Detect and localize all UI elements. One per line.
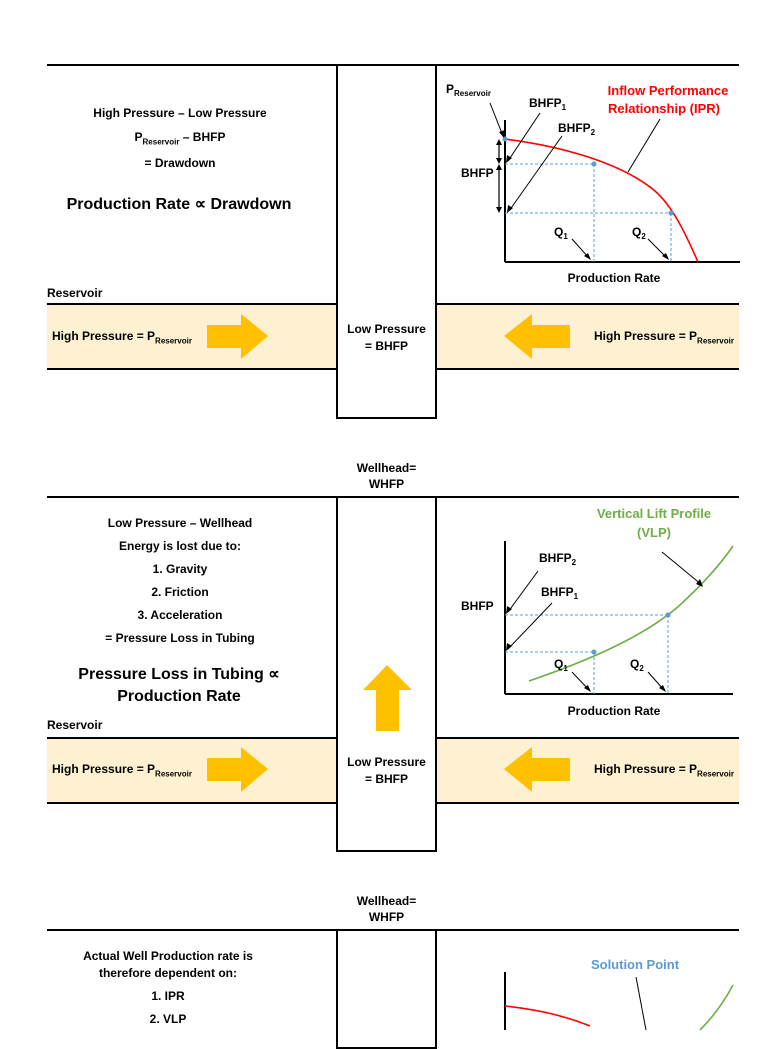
panel3-item2: 2. VLP — [149, 1012, 187, 1026]
panel2-headline1: Pressure Loss in Tubing ∝ — [78, 666, 280, 683]
panel1-right-arrow — [207, 314, 268, 359]
panel1-line1: High Pressure – Low Pressure — [93, 106, 267, 120]
panel2-loss-text: Low Pressure – Wellhead Energy is lost d… — [60, 516, 300, 645]
panel3-wellhead-label: Wellhead= WHFP — [336, 894, 437, 924]
panel2-wellhead-line1: Wellhead= — [356, 461, 417, 475]
panel2-wellhead-label: Wellhead= WHFP — [336, 461, 437, 491]
vlp-bhfp1-label: BHFP1 — [541, 585, 579, 601]
panel1-center-line1: Low Pressure — [347, 322, 426, 336]
panel2-line2: Energy is lost due to: — [118, 539, 241, 553]
panel2-graphics: Vertical Lift Profile (VLP) BHFP2 BHFP1 … — [207, 506, 734, 792]
ipr-title-line1: Inflow Performance — [608, 83, 729, 98]
panel2-left-arrow — [504, 747, 570, 792]
panel2-center-line1: Low Pressure — [347, 755, 426, 769]
panel1-graphics: Inflow Performance Relationship (IPR) PR… — [207, 82, 740, 359]
panel2-item1: 1. Gravity — [152, 562, 208, 576]
vlp-point-2 — [665, 612, 671, 618]
sol-vlp-curve — [699, 984, 734, 1031]
panel2-headline: Pressure Loss in Tubing ∝ Production Rat… — [40, 664, 318, 708]
panel3-wellhead-line2: WHFP — [368, 910, 405, 924]
sol-ipr-curve — [504, 1005, 591, 1027]
ipr-bhfp2-label: BHFP2 — [558, 121, 596, 137]
panel2-item2: 2. Friction — [151, 585, 209, 599]
ipr-point-1 — [591, 161, 597, 167]
panel2-result: = Pressure Loss in Tubing — [105, 631, 255, 645]
ipr-point-2 — [668, 210, 674, 216]
panel2-headline2: Production Rate — [117, 688, 241, 705]
panel1-reservoir-label: Reservoir — [47, 286, 103, 300]
panel3-line1: Actual Well Production rate is — [83, 949, 253, 963]
panel1-right-flow-label: High Pressure = PReservoir — [594, 329, 734, 346]
panel1-line3: = Drawdown — [144, 156, 216, 171]
ipr-title-line2: Relationship (IPR) — [608, 101, 720, 116]
panel1-wellbore — [336, 64, 437, 419]
solution-point-title: Solution Point — [591, 957, 680, 972]
ipr-x-label: Production Rate — [568, 271, 661, 285]
panel3-line2: therefore dependent on: — [98, 966, 237, 980]
panel1-headline: Production Rate ∝ Drawdown — [66, 196, 292, 213]
panel2-center-line2: = BHFP — [364, 772, 408, 786]
panel2-left-flow-label: High Pressure = PReservoir — [52, 762, 192, 779]
panel2-center-label: Low Pressure = BHFP — [336, 755, 437, 786]
panel2-reservoir-label: Reservoir — [47, 718, 103, 732]
vlp-y-label: BHFP — [461, 599, 494, 613]
panel2-item3: 3. Acceleration — [137, 608, 223, 622]
vlp-x-label: Production Rate — [568, 704, 661, 718]
panel2-right-flow-label: High Pressure = PReservoir — [594, 762, 734, 779]
panel2-wellhead-line2: WHFP — [368, 477, 405, 491]
panel1-left-flow-label: High Pressure = PReservoir — [52, 329, 192, 346]
ipr-bhfp1-label: BHFP1 — [529, 96, 567, 112]
ipr-y-label: BHFP — [461, 166, 494, 180]
vlp-title-line1: Vertical Lift Profile — [597, 506, 711, 521]
panel2-right-arrow — [207, 747, 268, 792]
panel3-wellhead-line1: Wellhead= — [356, 894, 417, 908]
panel1-left-arrow — [504, 314, 570, 359]
panel3-item1: 1. IPR — [151, 989, 185, 1003]
panel1-pressure-text: High Pressure – Low Pressure PReservoir … — [60, 106, 300, 170]
vlp-bhfp2-label: BHFP2 — [539, 551, 577, 567]
panel2-line1: Low Pressure – Wellhead — [107, 516, 253, 530]
panel3-text: Actual Well Production rate is therefore… — [40, 949, 296, 1026]
ipr-point-preservoir — [502, 136, 508, 142]
panel1-line2: PReservoir – BHFP — [134, 130, 226, 147]
ipr-curve — [504, 138, 699, 263]
panel2-up-arrow — [363, 665, 412, 731]
panel1-center-label: Low Pressure = BHFP — [336, 322, 437, 353]
vlp-title-line2: (VLP) — [637, 525, 671, 540]
vlp-point-1 — [591, 649, 597, 655]
panel1-center-line2: = BHFP — [364, 339, 408, 353]
panel3-graphics: Solution Point — [504, 957, 734, 1031]
